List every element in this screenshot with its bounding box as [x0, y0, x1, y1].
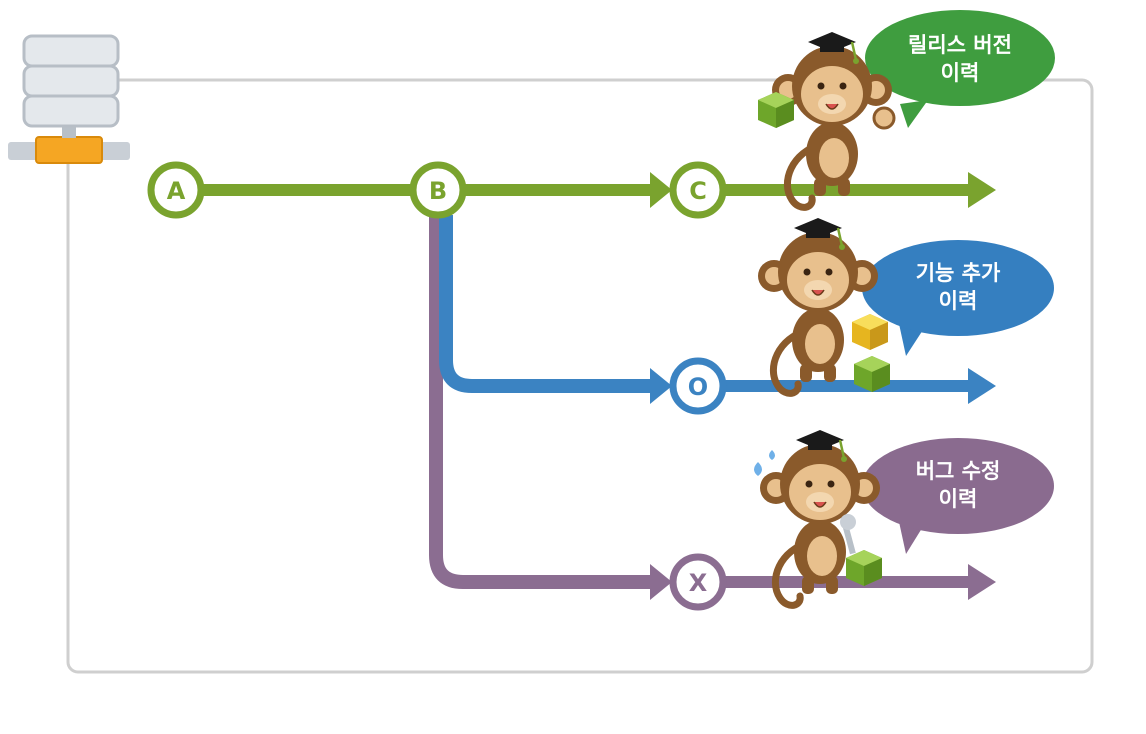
bugfix-bubble-line1: 버그 수정 [916, 459, 1001, 483]
wrench-icon [840, 514, 856, 555]
feature-branch-line [439, 215, 996, 404]
bugfix-speech-bubble: 버그 수정 이력 [862, 438, 1054, 554]
feature-speech-bubble: 기능 추가 이력 [862, 240, 1054, 356]
node-c-label: C [689, 177, 707, 205]
sweat-drop-icon [754, 450, 775, 476]
node-a: A [147, 161, 205, 219]
release-bubble-line2: 이력 [941, 61, 980, 85]
node-o: O [669, 357, 727, 415]
cube-icon [852, 314, 888, 350]
bugfix-branch-line [429, 210, 996, 600]
release-branch-line [200, 172, 996, 208]
release-bubble-line1: 릴리스 버전 [908, 33, 1012, 57]
node-c: C [669, 161, 727, 219]
feature-bubble-line2: 이력 [939, 289, 978, 313]
node-b-label: B [429, 177, 447, 205]
bugfix-monkey-icon [754, 430, 882, 605]
repository-frame [66, 78, 1094, 674]
node-x: X [669, 553, 727, 611]
node-o-label: O [688, 373, 708, 401]
node-b: B [409, 161, 467, 219]
feature-bubble-line1: 기능 추가 [916, 261, 1001, 285]
release-monkey-icon [758, 32, 896, 207]
bugfix-bubble-line2: 이력 [939, 487, 978, 511]
node-a-label: A [167, 177, 186, 205]
release-speech-bubble: 릴리스 버전 이력 [865, 10, 1055, 128]
node-x-label: X [689, 569, 708, 597]
database-server-icon [8, 34, 130, 164]
